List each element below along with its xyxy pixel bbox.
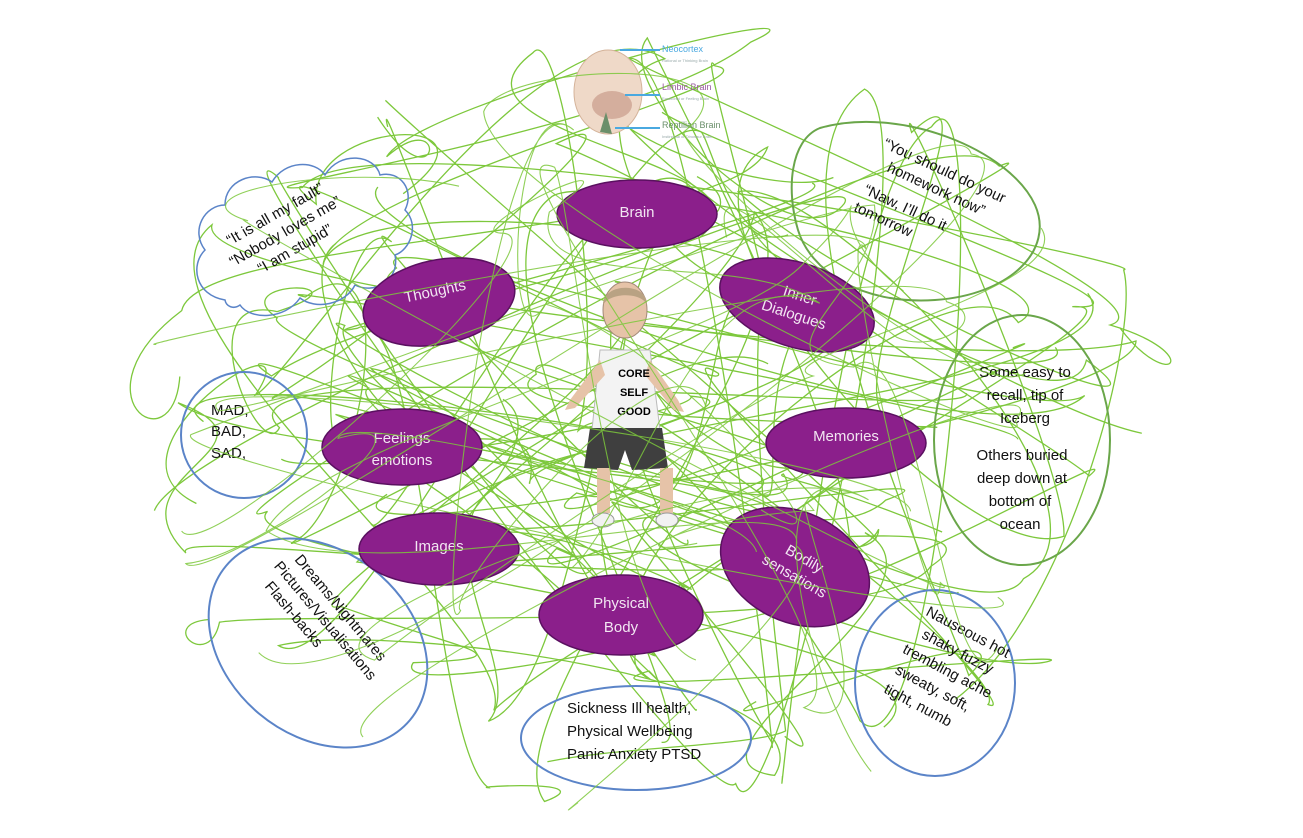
figure-shorts xyxy=(584,428,668,470)
scribble-stroke xyxy=(153,176,945,595)
core-self-figure: CORE SELF GOOD xyxy=(565,281,684,528)
core-label: CORE xyxy=(618,368,650,380)
node-memories-label: Memories xyxy=(813,428,879,445)
thought-cloud-outline xyxy=(196,157,414,317)
scribble-stroke xyxy=(286,27,1127,700)
scribble-stroke xyxy=(525,111,1095,743)
memories-note-line-3: Iceberg xyxy=(1000,410,1050,427)
physical-note-line-1: Sickness Ill health, xyxy=(567,700,691,717)
brain-diagram: Neocortex Rational or Thinking Brain Lim… xyxy=(573,44,721,139)
physical-note-line-3: Panic Anxiety PTSD xyxy=(567,746,701,763)
figure-left-leg xyxy=(597,468,610,513)
node-physical-body: Physical Body xyxy=(538,574,704,656)
reptilian-sub-label: Instinctual or Dinosaur Brain xyxy=(662,134,712,139)
scribble-stroke xyxy=(335,322,999,599)
figure-left-shoe xyxy=(591,512,615,528)
figure-right-leg xyxy=(660,468,673,513)
node-physical-body-shape xyxy=(538,574,704,656)
green-scribble-overlay xyxy=(153,72,1046,811)
sensations-note-outline xyxy=(854,589,1016,777)
scribble-stroke xyxy=(231,287,968,533)
scribble-stroke xyxy=(360,72,1026,738)
node-brain: Brain xyxy=(556,179,718,249)
memories-note-line-2: recall, tip of xyxy=(987,387,1065,404)
node-physical-body-label-2: Body xyxy=(604,619,639,636)
scribble-stroke xyxy=(322,62,804,747)
memories-note-line-6: bottom of xyxy=(989,493,1052,510)
node-brain-shape xyxy=(556,179,718,249)
node-brain-label: Brain xyxy=(619,204,654,221)
node-bodily-sensations: Bodily sensations xyxy=(719,506,871,628)
limbic-sub-label: Emotional or Feeling Brain xyxy=(662,96,709,101)
scribble-stroke xyxy=(165,367,880,711)
scribble-stroke xyxy=(511,49,962,784)
feelings-note-outline xyxy=(180,371,308,499)
scribble-stroke xyxy=(258,133,1142,553)
scribble-stroke xyxy=(601,57,1172,748)
scribble-stroke xyxy=(190,204,1004,661)
feelings-note-text: MAD, BAD, SAD, xyxy=(211,402,249,462)
neocortex-sub-label: Rational or Thinking Brain xyxy=(662,58,708,63)
physical-note-line-2: Physical Wellbeing xyxy=(567,723,693,740)
figure-left-arm xyxy=(565,360,605,410)
scribble-stroke xyxy=(215,207,966,512)
physical-note-outline xyxy=(520,685,752,791)
memories-note-text: Some easy to recall, tip of Iceberg Othe… xyxy=(977,364,1071,533)
limbic-region xyxy=(592,91,632,119)
memories-note-line-7: ocean xyxy=(1000,516,1041,533)
brainstem xyxy=(600,112,612,134)
node-thoughts: Thoughts xyxy=(362,257,516,347)
dialogue-outline xyxy=(790,120,1041,302)
limbic-label: Limbic Brain xyxy=(662,82,712,92)
physical-note-text: Sickness Ill health, Physical Wellbeing … xyxy=(567,700,701,763)
scribble-stroke xyxy=(452,122,798,615)
node-memories: Memories xyxy=(765,407,927,479)
figure-hair xyxy=(603,287,648,305)
figure-right-arm xyxy=(645,360,684,412)
node-images-shape xyxy=(358,512,520,586)
scribble-stroke xyxy=(181,180,821,569)
feelings-note-line-3: SAD, xyxy=(211,445,246,462)
scribble-stroke xyxy=(539,164,845,714)
good-label: GOOD xyxy=(617,406,651,418)
node-feelings-shape xyxy=(321,408,483,486)
node-images: Images xyxy=(358,512,520,586)
node-images-label: Images xyxy=(414,538,463,555)
node-feelings-label-2: emotions xyxy=(372,452,433,469)
node-thoughts-shape xyxy=(362,257,516,347)
feelings-note-line-1: MAD, xyxy=(211,402,249,419)
memories-note-outline xyxy=(933,314,1111,566)
node-feelings: Feelings emotions xyxy=(321,408,483,486)
memories-note-line-1: Some easy to xyxy=(979,364,1071,381)
self-label: SELF xyxy=(620,387,648,399)
thoughts-cloud-text: “It is all my fault” “Nobody loves me” “… xyxy=(224,180,344,278)
neocortex-label: Neocortex xyxy=(662,44,704,54)
scribble-stroke xyxy=(331,118,855,676)
memories-note-line-5: deep down at xyxy=(977,470,1068,487)
scribble-stroke xyxy=(185,395,947,646)
feelings-note-line-2: BAD, xyxy=(211,423,246,440)
memories-note-line-4: Others buried xyxy=(977,447,1068,464)
scribble-stroke xyxy=(184,144,985,665)
figure-right-shoe xyxy=(655,512,679,528)
node-physical-body-label-1: Physical xyxy=(593,595,649,612)
scribble-stroke xyxy=(265,205,904,811)
